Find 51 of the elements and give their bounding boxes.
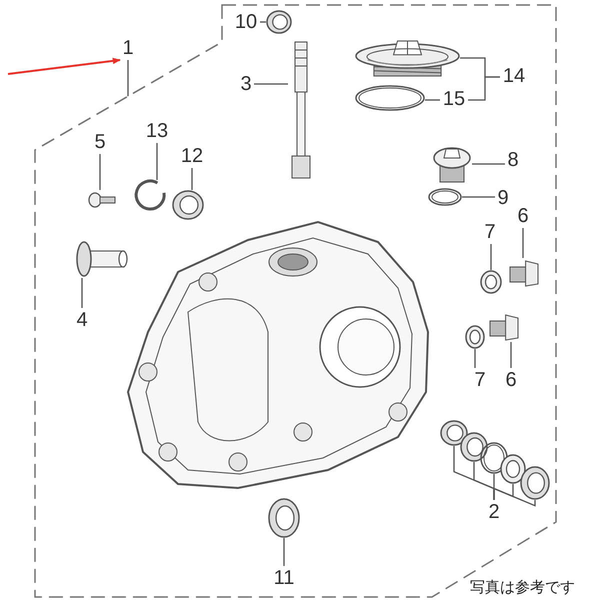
- leader-line: [254, 83, 289, 85]
- leader-line: [424, 99, 440, 101]
- callout-number: 4: [74, 308, 90, 332]
- bolt-drawing: [508, 258, 540, 288]
- circlip-drawing: [135, 180, 167, 212]
- engine-cover-drawing: [128, 222, 428, 490]
- callout-number: 7: [472, 368, 488, 392]
- leader-line: [471, 163, 505, 165]
- leader-line: [510, 341, 512, 368]
- callout-number: 3: [238, 72, 254, 96]
- o-ring-drawing: [428, 188, 462, 206]
- oil-seal-drawing: [520, 466, 550, 500]
- leader-line: [99, 154, 101, 191]
- leader-line: [127, 60, 129, 97]
- callout-number: 1: [120, 36, 136, 60]
- leader-line: [522, 228, 524, 259]
- leader-line: [493, 488, 536, 507]
- bolt-drawing: [488, 312, 520, 342]
- note-text: 写真は参考です: [470, 578, 575, 596]
- washer-drawing: [480, 270, 502, 294]
- washer-drawing: [465, 325, 485, 349]
- oil-seal-drawing: [268, 498, 300, 538]
- leader-line: [490, 244, 492, 271]
- callout-number: 8: [505, 148, 521, 172]
- oil-seal-drawing: [172, 190, 204, 220]
- callout-number: 10: [232, 10, 260, 34]
- callout-number: 11: [270, 566, 298, 590]
- o-ring-drawing: [355, 85, 425, 111]
- leader-line: [81, 277, 83, 308]
- oil-seal-drawing: [460, 432, 488, 462]
- pin-drawing: [76, 240, 126, 278]
- leader-line: [468, 76, 500, 101]
- leader-line: [191, 168, 193, 191]
- oil-seal-drawing: [266, 10, 292, 34]
- filler-cap-drawing: [355, 38, 460, 78]
- callout-number: 12: [178, 144, 206, 168]
- callout-number: 2: [486, 500, 502, 524]
- callout-number: 6: [503, 368, 519, 392]
- leader-line: [474, 348, 476, 368]
- callout-number: 13: [143, 119, 171, 143]
- arrow: [8, 58, 121, 75]
- leader-line: [156, 143, 158, 181]
- callout-number: 5: [92, 130, 108, 154]
- screw-drawing: [88, 190, 116, 210]
- callout-number: 9: [495, 186, 511, 210]
- callout-number: 15: [440, 87, 468, 113]
- leader-line: [283, 537, 285, 566]
- callout-number: 14: [500, 64, 528, 90]
- leader-line: [461, 196, 495, 198]
- callout-number: 6: [515, 204, 531, 228]
- callout-number: 7: [482, 220, 498, 244]
